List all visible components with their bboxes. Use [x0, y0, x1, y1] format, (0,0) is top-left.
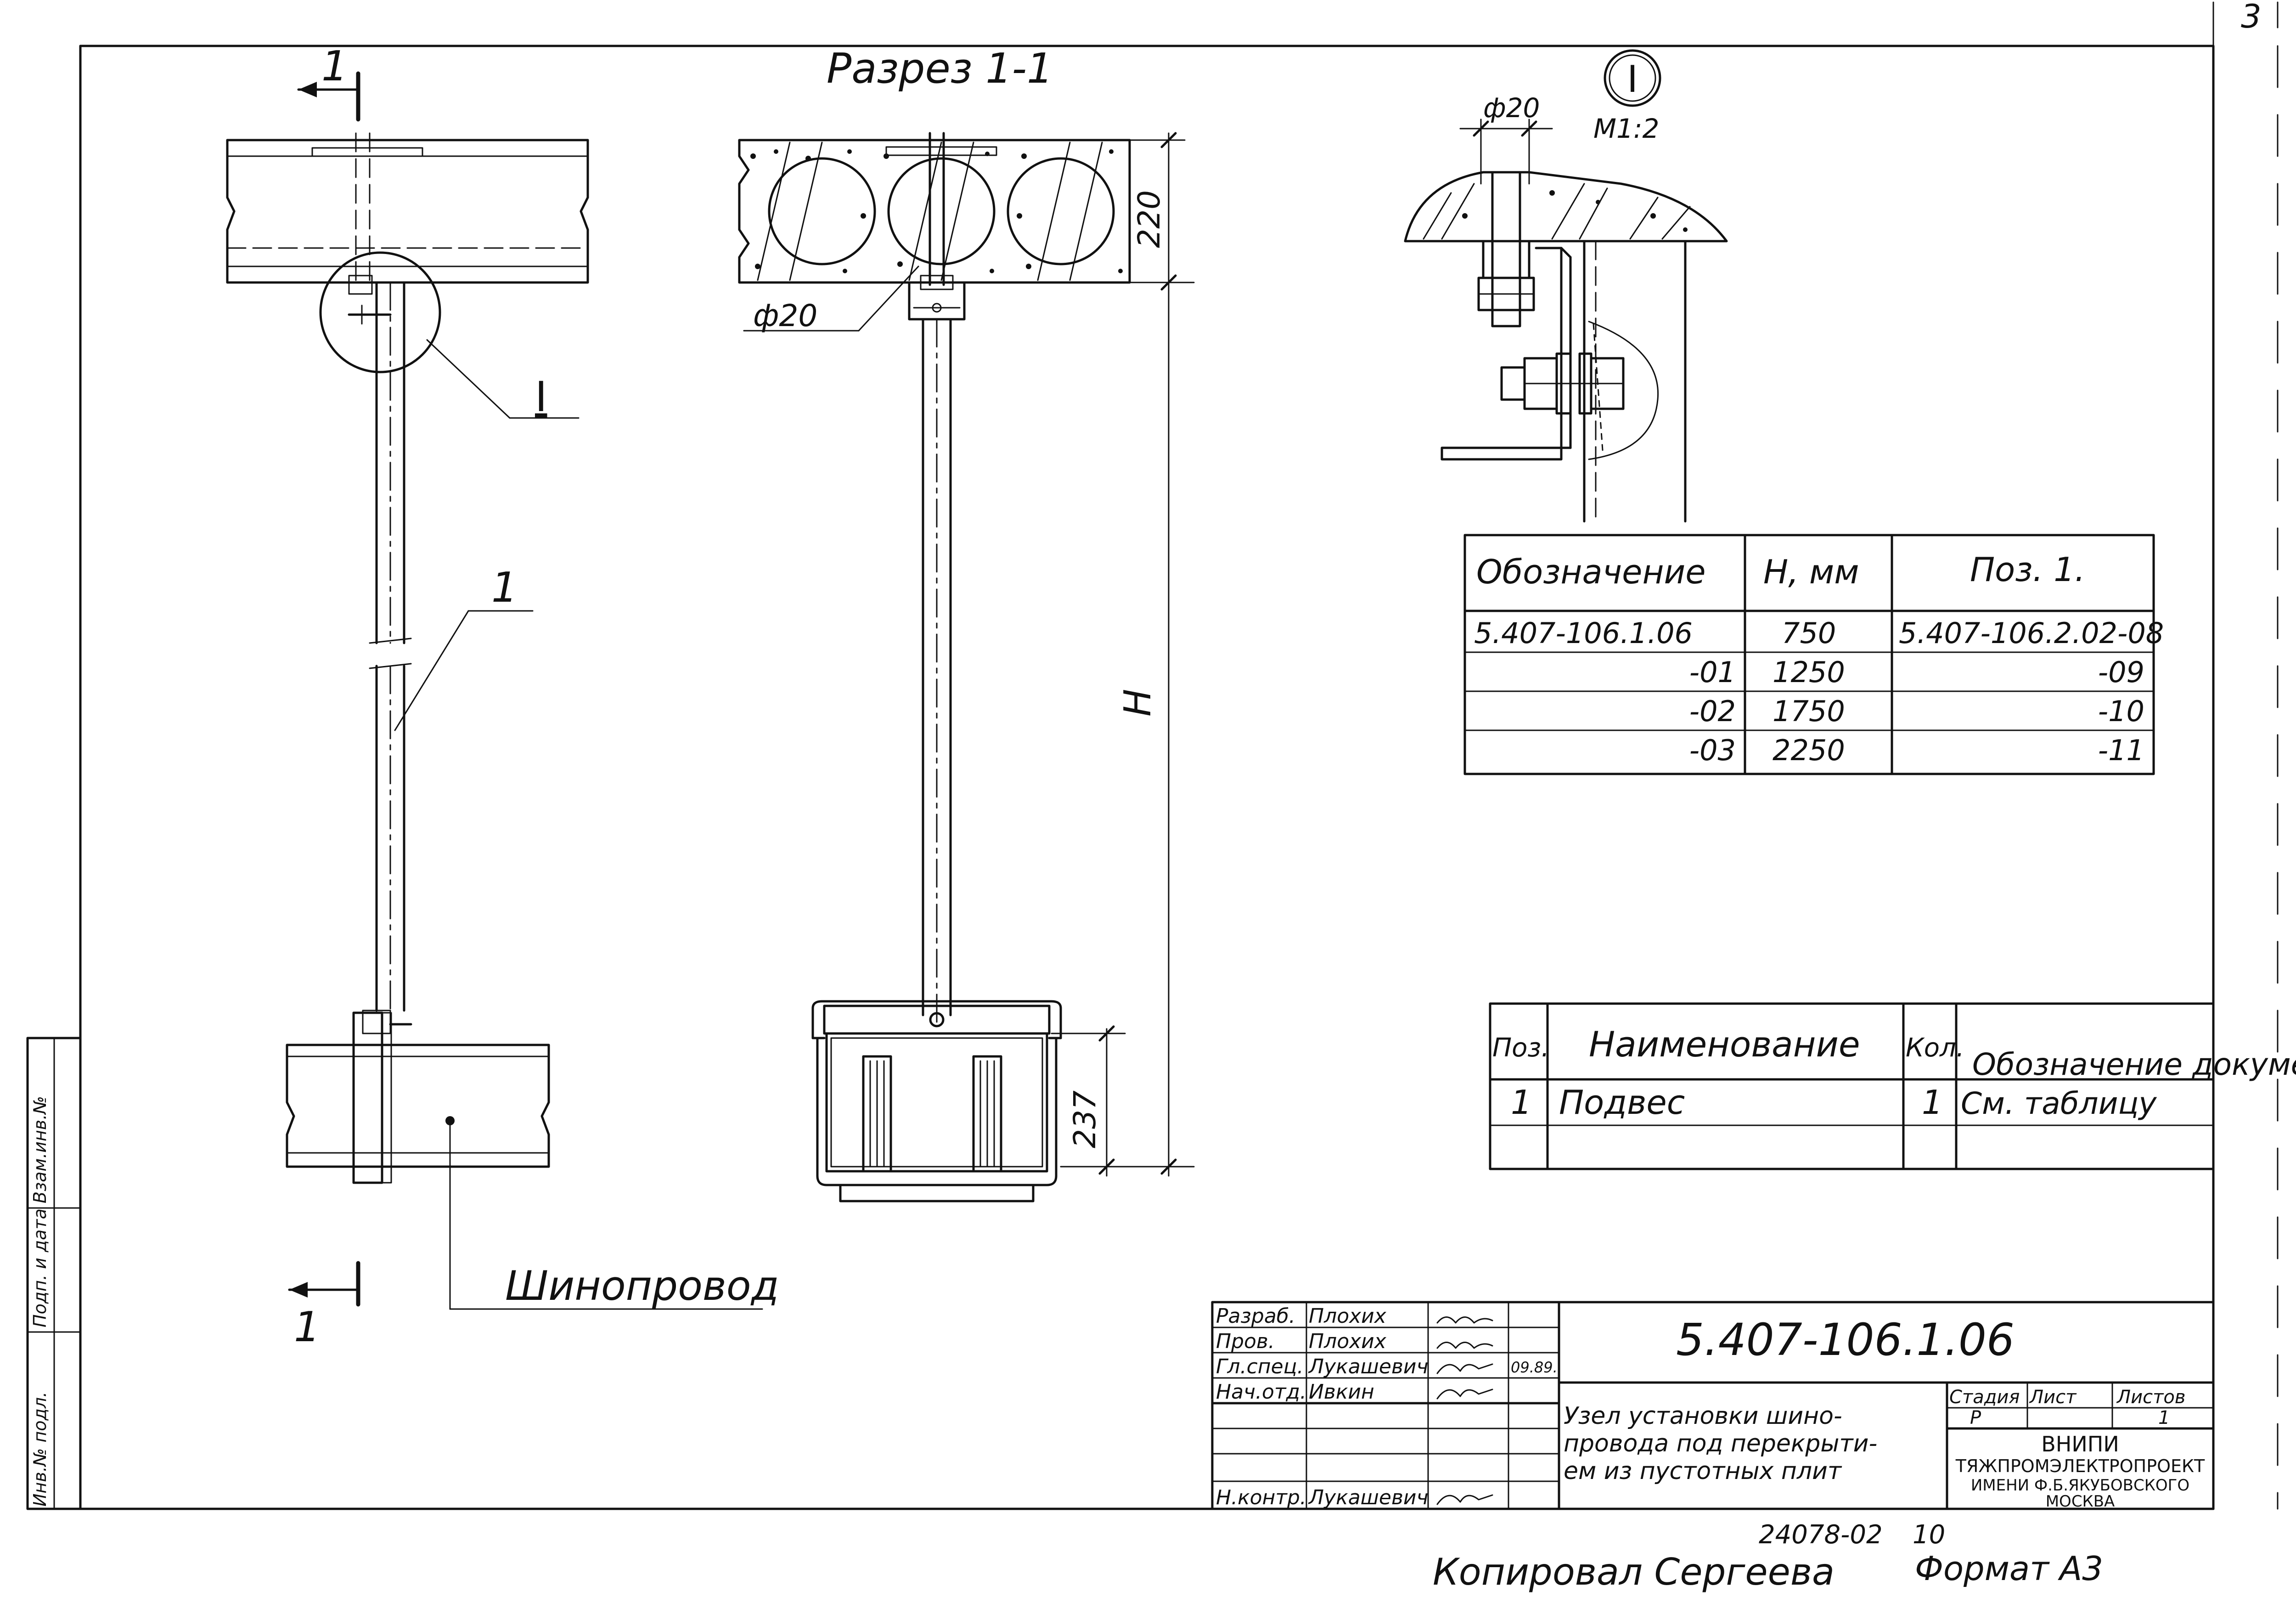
role-4-title: Нач.отд. — [1216, 1380, 1306, 1404]
role-2-title: Пров. — [1216, 1330, 1275, 1353]
designation-row-2-pos: -09 — [2098, 655, 2144, 689]
designation-row-3-code: -02 — [1689, 694, 1736, 728]
sheets-value: 1 — [2158, 1407, 2170, 1428]
stage-label: Стадия — [1949, 1387, 2020, 1408]
designation-row-4-pos: -11 — [2098, 734, 2144, 767]
designation-row-4-height: 2250 — [1773, 734, 1845, 767]
designation-header-code: Обозначение — [1476, 553, 1706, 591]
designation-row-2-height: 1250 — [1773, 655, 1845, 689]
slab-hatching — [757, 141, 1103, 281]
cut-mark-bottom: 1 — [294, 1303, 320, 1351]
signatures — [1436, 1316, 1493, 1505]
role-3-name: Лукашевич — [1308, 1355, 1429, 1378]
doc-number: 5.407-106.1.06 — [1676, 1314, 2015, 1366]
inventory-number: 24078-02 — [1759, 1520, 1883, 1550]
org-line-1: ВНИПИ — [2041, 1432, 2119, 1456]
section-view: Разрез 1-1 220 ф20 — [738, 45, 1195, 1202]
sheet-label: Лист — [2029, 1387, 2077, 1408]
title-line-3: ем из пустотных плит — [1564, 1457, 1842, 1485]
busbar-section — [811, 1000, 1062, 1202]
title-block: Разраб. Плохих Пров. Плохих Гл.спец. Лук… — [1211, 1301, 2215, 1511]
sheet-frame: 3 — [79, 0, 2279, 1510]
designation-row-1-height: 750 — [1782, 616, 1836, 650]
org-line-2: ТЯЖПРОМЭЛЕКТРОПРОЕКТ — [1955, 1456, 2205, 1476]
side-stamp-inventory: Инв.№ подл. — [30, 1392, 50, 1507]
cut-mark-top: 1 — [321, 42, 348, 90]
role-5-name: Лукашевич — [1308, 1486, 1429, 1509]
designation-row-2-code: -01 — [1689, 655, 1736, 689]
spec-table: Поз. Наименование Кол. Обозначение докум… — [1489, 1002, 2296, 1170]
role-5-title: Н.контр. — [1216, 1486, 1306, 1509]
footer: 24078-02 10 Копировал Сергеева Формат А3 — [1433, 1520, 2103, 1593]
main-view: 1 1 I 1 Шинопровод — [226, 42, 779, 1351]
callout-pos-1: 1 — [491, 564, 518, 612]
callout-detail: I — [535, 373, 547, 421]
sheet-ref: 10 — [1913, 1520, 1945, 1550]
format-label: Формат А3 — [1915, 1549, 2103, 1588]
role-1-title: Разраб. — [1216, 1304, 1295, 1328]
designation-row-4-code: -03 — [1689, 734, 1736, 767]
spec-row-1-pos: 1 — [1511, 1083, 1532, 1122]
designation-row-3-pos: -10 — [2098, 694, 2144, 728]
dim-busbar-height: 237 — [1067, 1090, 1103, 1148]
copy-note: Копировал Сергеева — [1433, 1551, 1835, 1593]
detail-view: I М1:2 ф20 — [1404, 49, 1728, 523]
busbar-label: Шинопровод — [505, 1262, 779, 1309]
org-line-3: ИМЕНИ Ф.Б.ЯКУБОВСКОГО — [1971, 1476, 2189, 1495]
spec-header-name: Наименование — [1589, 1024, 1860, 1065]
designation-row-3-height: 1750 — [1773, 694, 1845, 728]
spec-header-doc: Обозначение документа — [1972, 1047, 2296, 1082]
side-stamp-replacement: Взам.инв.№ — [30, 1096, 50, 1203]
role-1-name: Плохих — [1309, 1304, 1387, 1328]
sheets-label: Листов — [2116, 1387, 2185, 1408]
title-line-1: Узел установки шино- — [1564, 1402, 1842, 1430]
spec-row-1-name: Подвес — [1559, 1083, 1685, 1122]
section-title: Разрез 1-1 — [827, 45, 1053, 93]
designation-table: Обозначение H, мм Поз. 1. 5.407-106.1.06… — [1463, 534, 2164, 775]
role-3-date: 09.89. — [1511, 1359, 1558, 1376]
title-line-2: провода под перекрыти- — [1564, 1430, 1877, 1457]
org-line-4: МОСКВА — [2046, 1492, 2115, 1511]
dim-height-h: H — [1116, 689, 1159, 717]
side-stamp-signature: Подп. и дата — [30, 1208, 50, 1327]
designation-row-1-code: 5.407-106.1.06 — [1474, 616, 1693, 650]
side-stamp: Инв.№ подл. Подп. и дата Взам.инв.№ — [26, 1037, 82, 1510]
spec-header-qty: Кол. — [1906, 1033, 1964, 1063]
detail-dia-label: ф20 — [1483, 92, 1540, 124]
designation-header-height: H, мм — [1763, 553, 1859, 591]
designation-row-1-pos: 5.407-106.2.02-08 — [1899, 616, 2164, 650]
role-3-title: Гл.спец. — [1216, 1355, 1304, 1378]
designation-header-pos: Поз. 1. — [1970, 550, 2085, 589]
detail-scale: М1:2 — [1593, 113, 1659, 144]
detail-marker: I — [1627, 58, 1638, 101]
spec-header-pos: Поз. — [1492, 1033, 1549, 1063]
role-4-name: Ивкин — [1309, 1380, 1374, 1404]
corner-sheet-number: 3 — [2241, 0, 2262, 35]
slab-concrete-dots — [750, 149, 1123, 273]
dim-slab-thickness: 220 — [1131, 190, 1167, 248]
section-dia-label: ф20 — [753, 298, 817, 333]
stage-value: Р — [1970, 1407, 1981, 1428]
spec-row-1-qty: 1 — [1922, 1083, 1943, 1122]
spec-row-1-doc: См. таблицу — [1961, 1086, 2157, 1121]
role-2-name: Плохих — [1309, 1330, 1387, 1353]
